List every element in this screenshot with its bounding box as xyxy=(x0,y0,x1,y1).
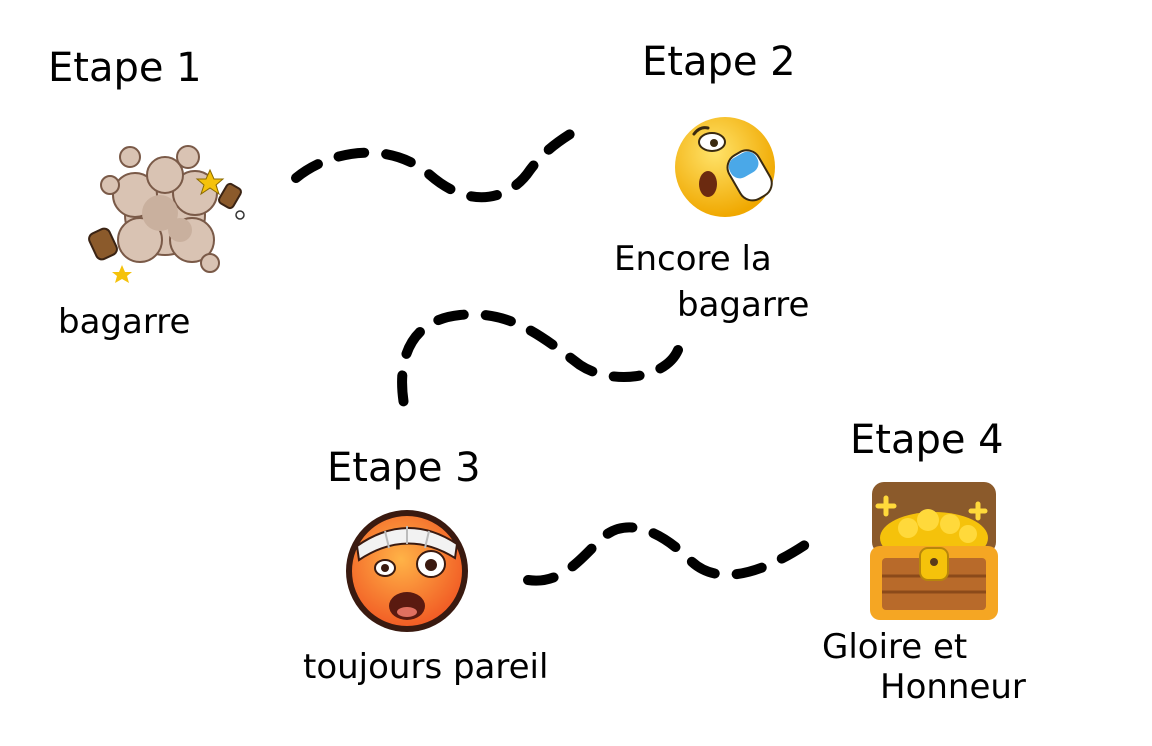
step3-title: Etape 3 xyxy=(327,445,481,491)
step1-title: Etape 1 xyxy=(48,45,202,91)
step4-caption-line1: Gloire et xyxy=(822,627,968,667)
laughing-face-icon xyxy=(675,117,775,217)
path-step2-to-step3 xyxy=(397,309,683,415)
bandaged-face-icon xyxy=(346,510,468,632)
step2-caption-line1: Encore la xyxy=(614,239,772,279)
step1-caption: bagarre xyxy=(58,302,191,342)
step3-caption: toujours pareil xyxy=(303,647,549,687)
step4-title: Etape 4 xyxy=(850,417,1004,463)
treasure-chest-icon xyxy=(870,482,998,620)
step2-caption-line2: bagarre xyxy=(677,285,810,325)
step4-caption-line2: Honneur xyxy=(880,667,1026,707)
fight-cloud-icon xyxy=(88,145,245,283)
step2-title: Etape 2 xyxy=(642,39,796,85)
path-step3-to-step4 xyxy=(523,522,820,586)
path-step1-to-step2 xyxy=(291,123,585,203)
